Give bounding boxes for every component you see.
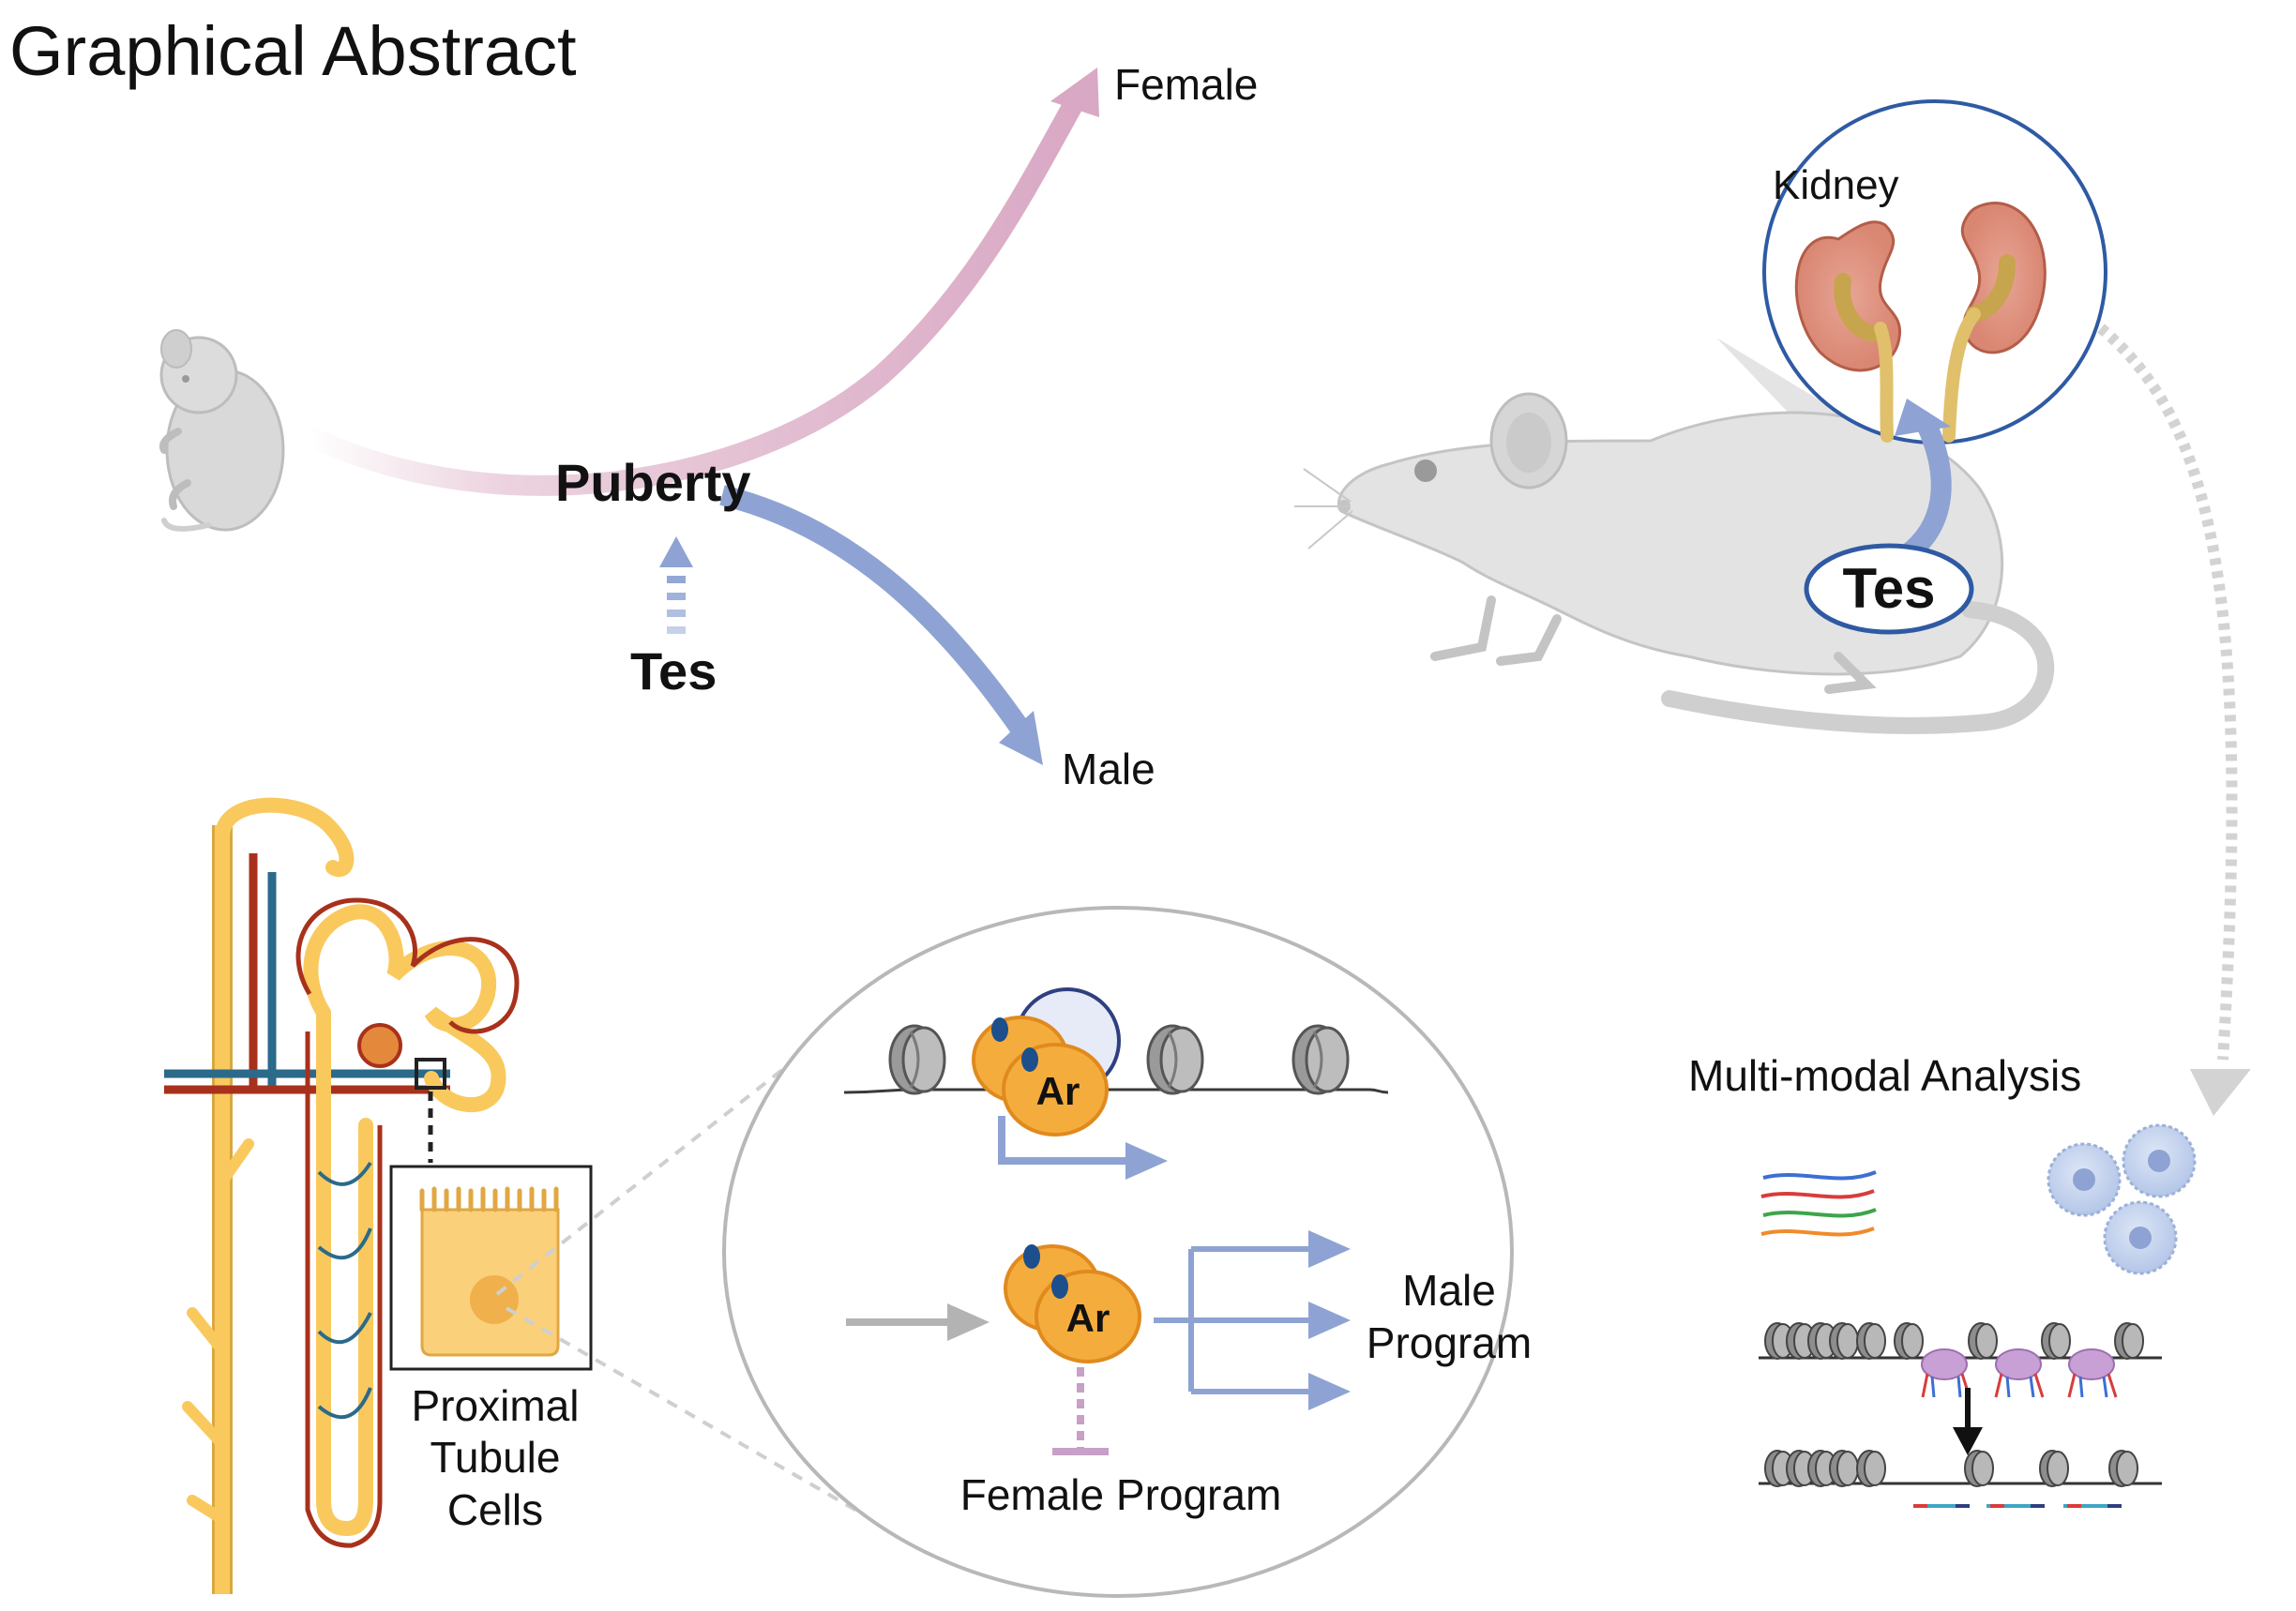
female-trajectory-arrow — [299, 88, 1087, 496]
female-label: Female — [1114, 60, 1258, 109]
male-trajectory-arrow — [719, 485, 1032, 738]
tes-driver-arrow — [659, 536, 693, 634]
zoom-marker-box — [415, 1058, 446, 1090]
tes-badge — [1804, 543, 1974, 635]
female-program-label: Female Program — [960, 1470, 1282, 1519]
male-program-arrows — [1154, 1230, 1351, 1410]
nephron-panel: Proximal Tubule Cells — [164, 797, 898, 1594]
nucleosome-icon — [1292, 1024, 1350, 1095]
glomerulus-icon — [357, 1023, 402, 1068]
cell-label-line1: Proximal — [412, 1381, 580, 1430]
cell-label-line2: Tubule — [430, 1433, 561, 1482]
rna-transcripts-icon — [1760, 1170, 1877, 1237]
male-program-line1: Male — [1402, 1266, 1496, 1315]
tes-driver-label: Tes — [630, 641, 717, 700]
single-cells-icon — [2047, 1123, 2197, 1275]
ar-label-top: Ar — [1036, 1069, 1080, 1113]
male-program-line2: Program — [1367, 1318, 1532, 1367]
nucleosome-icon — [1146, 1024, 1204, 1095]
proximal-tubule-cell-icon — [419, 1186, 560, 1357]
puberty-label: Puberty — [555, 453, 751, 512]
newborn-pup-icon — [159, 329, 285, 532]
cell-label-line3: Cells — [447, 1485, 543, 1534]
mechanism-panel: Ar Ar Male Program F — [722, 906, 1532, 1598]
mouse-kidney-panel: Tes Kidney — [1294, 99, 2251, 1116]
androgen-receptor-bottom — [1004, 1244, 1141, 1363]
androgen-receptor-top — [972, 1016, 1109, 1137]
analysis-panel: Multi-modal Analysis — [1688, 1051, 2197, 1508]
kidney-label: Kidney — [1773, 162, 1899, 208]
chromatin-open-icon — [1759, 1450, 2162, 1508]
nucleosome-icon — [888, 1024, 946, 1095]
tes-to-kidney-arrow — [1901, 422, 1952, 562]
dotted-arrow-to-analysis — [2097, 324, 2238, 1061]
transcription-arrow — [998, 1116, 1125, 1165]
tes-badge-label: Tes — [1843, 557, 1936, 620]
page-title: Graphical Abstract — [9, 12, 577, 90]
ar-label-bottom: Ar — [1066, 1296, 1110, 1340]
developmental-trajectory: Puberty Female Male Tes — [159, 60, 1258, 793]
analysis-title: Multi-modal Analysis — [1688, 1051, 2081, 1100]
male-label: Male — [1062, 745, 1156, 793]
chromatin-closed-icon — [1759, 1322, 2162, 1398]
kidney-icon — [1794, 202, 2047, 443]
